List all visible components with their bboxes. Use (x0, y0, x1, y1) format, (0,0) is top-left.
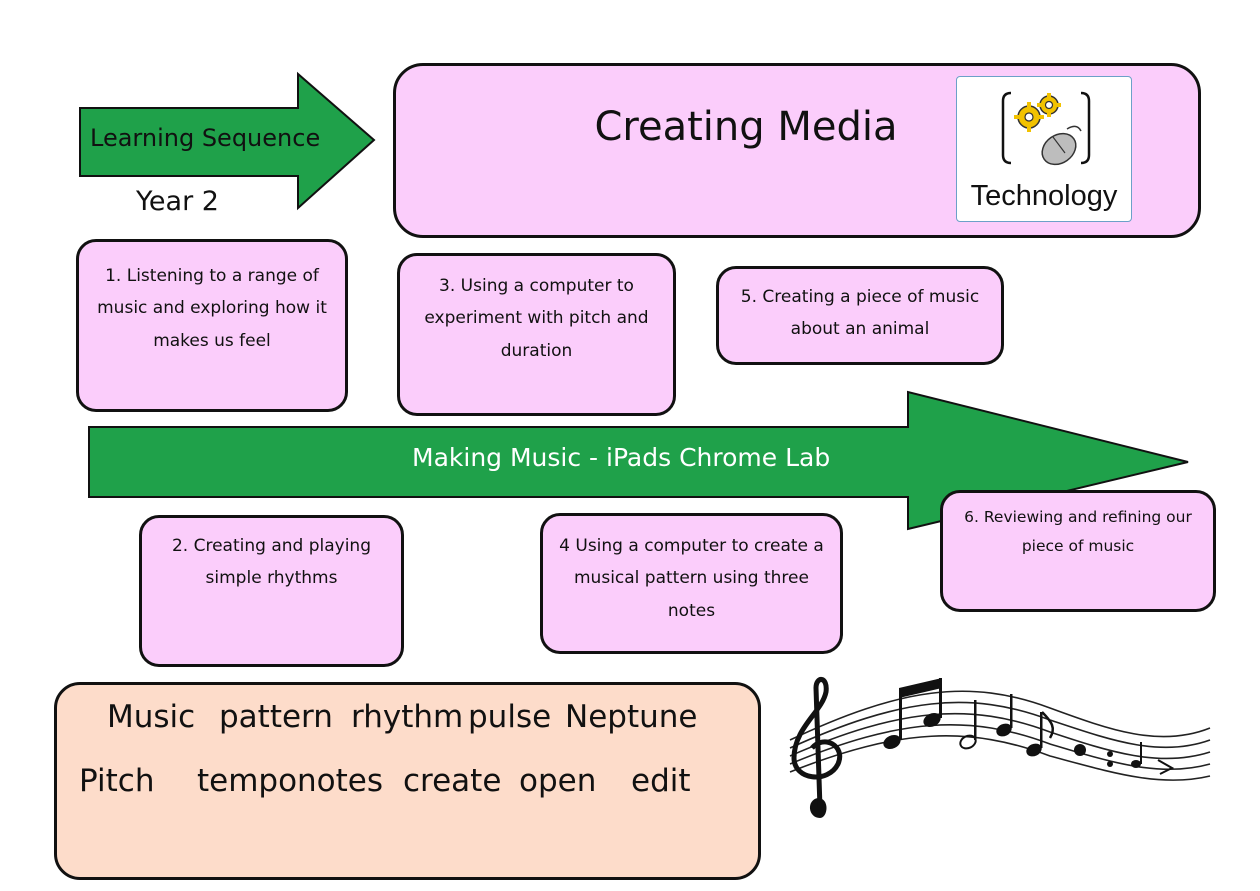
learning-sequence-label: Learning Sequence (90, 124, 321, 152)
making-music-label: Making Music - iPads Chrome Lab (412, 443, 831, 472)
technology-card: Technology (956, 76, 1132, 222)
vocab-word: pulse (468, 699, 552, 735)
year-label: Year 2 (136, 186, 219, 217)
step-text-5: 5. Creating a piece of music about an an… (740, 287, 980, 340)
vocab-word: notes (297, 763, 383, 799)
vocab-word: Pitch (79, 763, 155, 799)
step-box-4: 4 Using a computer to create a musical p… (540, 513, 843, 654)
vocab-word: create (403, 763, 502, 799)
step-box-5: 5. Creating a piece of music about an an… (716, 266, 1004, 365)
vocab-word: Music (107, 699, 196, 735)
step-text-3: 3. Using a computer to experiment with p… (424, 276, 649, 361)
step-box-3: 3. Using a computer to experiment with p… (397, 253, 676, 416)
treble-clef-icon (791, 677, 843, 818)
step-text-4: 4 Using a computer to create a musical p… (559, 536, 824, 621)
vocabulary-box: Music pattern rhythm pulse Neptune Pitch… (54, 682, 761, 880)
vocab-word: rhythm (351, 699, 464, 735)
step-box-6: 6. Reviewing and refining our piece of m… (940, 490, 1216, 612)
step-box-1: 1. Listening to a range of music and exp… (76, 239, 348, 412)
title-box: Creating Media (393, 63, 1201, 238)
step-text-1: 1. Listening to a range of music and exp… (97, 266, 327, 351)
page-title: Creating Media (594, 104, 898, 150)
vocab-word: pattern (219, 699, 333, 735)
step-text-2: 2. Creating and playing simple rhythms (171, 536, 371, 589)
computer-mouse-icon (1041, 125, 1082, 166)
technology-label: Technology (970, 180, 1118, 212)
music-staff-icon (789, 677, 1211, 818)
vocab-word: edit (631, 763, 691, 799)
step-box-2: 2. Creating and playing simple rhythms (139, 515, 404, 667)
vocab-word: open (519, 763, 597, 799)
step-text-6: 6. Reviewing and refining our piece of m… (964, 508, 1192, 556)
gears-icon (1001, 91, 1091, 165)
learning-sequence-arrow (79, 71, 376, 211)
vocab-word: Neptune (565, 699, 698, 735)
vocab-word: tempo (197, 763, 298, 799)
